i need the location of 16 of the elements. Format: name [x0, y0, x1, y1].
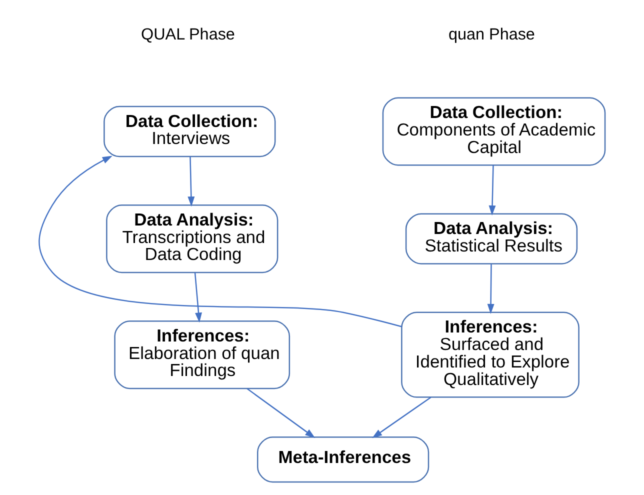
arrow: [38, 156, 402, 328]
node-box: Inferences: Surfaced and Identified to Explore Qualitatively: [401, 312, 580, 398]
node-box: Data Collection: Components of Academic Capital: [382, 97, 606, 166]
label: QUAL Phase: [140, 26, 235, 44]
label: quan Phase: [448, 26, 535, 44]
arrow: [488, 165, 496, 216]
node-box: Meta-Inferences: [257, 436, 430, 483]
node-box: Data Collection: Interviews: [104, 106, 276, 158]
node-box: Data Analysis: Statistical Results: [405, 213, 578, 264]
arrow: [372, 396, 432, 438]
arrow: [487, 264, 494, 314]
arrow: [194, 272, 202, 323]
node-box: Inferences: Elaboration of quan Findings: [114, 320, 290, 390]
arrow: [188, 156, 195, 207]
arrow: [246, 388, 316, 438]
node-box: Data Analysis: Transcriptions and Data Coding: [106, 204, 278, 274]
